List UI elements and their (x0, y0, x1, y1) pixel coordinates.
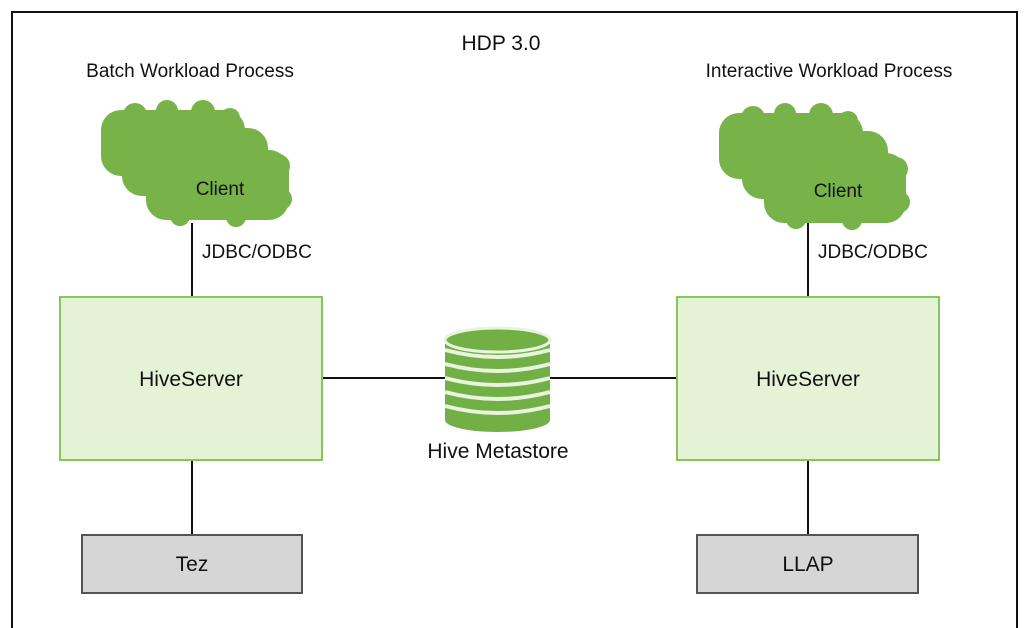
llap-engine-label: LLAP (782, 553, 833, 576)
interactive-client-front (764, 153, 910, 230)
interactive-hiveserver-label: HiveServer (756, 368, 860, 391)
interactive-hiveserver-box (676, 296, 940, 461)
batch-hiveserver-label: HiveServer (139, 368, 243, 391)
batch-client-front (146, 150, 292, 227)
batch-connector-label: JDBC/ODBC (202, 242, 312, 263)
hive-metastore-label: Hive Metastore (427, 440, 568, 463)
batch-hiveserver-box (59, 296, 323, 461)
hive-metastore-database-icon (443, 326, 552, 432)
tez-engine-label: Tez (176, 553, 209, 576)
batch-client-stack: Client (101, 100, 292, 227)
diagram-title: HDP 3.0 (462, 32, 541, 55)
interactive-client-label: Client (814, 181, 863, 202)
batch-workload-heading: Batch Workload Process (86, 61, 294, 82)
interactive-connector-label: JDBC/ODBC (818, 242, 928, 263)
connector-lines (191, 223, 809, 535)
diagram-frame (11, 11, 1018, 628)
interactive-workload-heading: Interactive Workload Process (706, 61, 953, 82)
interactive-client-stack: Client (719, 103, 910, 230)
tez-engine-box (81, 534, 303, 594)
batch-client-label: Client (196, 179, 245, 200)
llap-engine-box (696, 534, 919, 594)
